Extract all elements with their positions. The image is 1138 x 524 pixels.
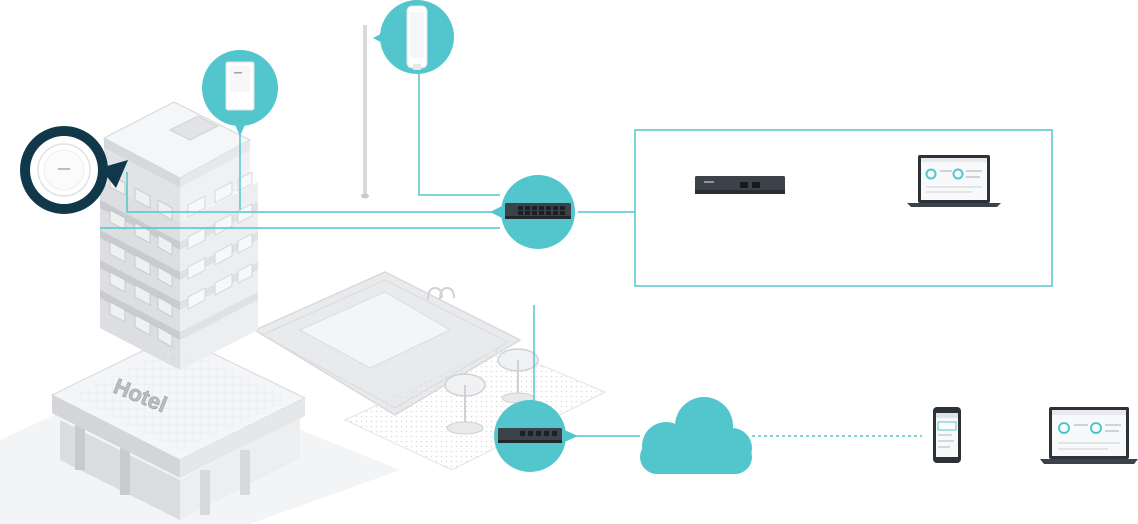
pool-deck <box>343 347 607 471</box>
hotel-building <box>50 101 307 520</box>
outdoor-access-point-icon <box>406 5 428 70</box>
network-links <box>100 70 640 437</box>
laptop-dashboard-icon <box>907 155 1001 207</box>
link-ceiling-ap-to-switch <box>126 172 500 213</box>
umbrella-left <box>444 373 486 435</box>
router-icon <box>498 428 562 443</box>
management-panel <box>634 129 1053 287</box>
controller-icon <box>695 176 785 194</box>
cloud-icon <box>640 397 752 474</box>
wall-plate-access-point-icon <box>225 61 255 111</box>
smartphone-icon <box>933 407 961 463</box>
laptop-dashboard-icon <box>1040 407 1138 464</box>
poe-switch-icon <box>505 203 571 219</box>
link-outdoor-ap-to-switch <box>418 70 500 196</box>
ceiling-access-point-icon <box>37 143 91 197</box>
antenna-pole <box>361 25 369 199</box>
